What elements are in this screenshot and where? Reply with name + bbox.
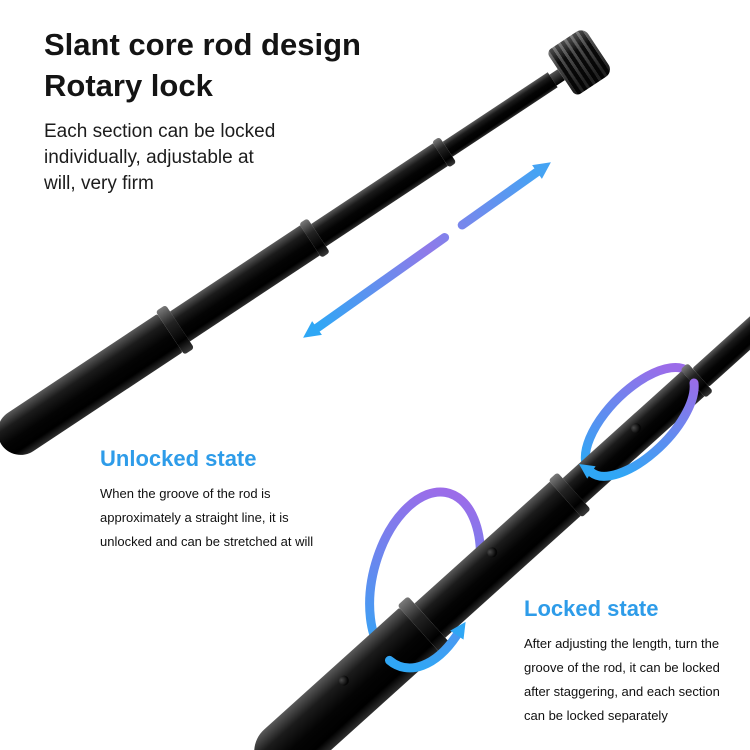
unlocked-state-note: Unlocked state When the groove of the ro…	[100, 446, 313, 554]
rotate-arrowhead-icon	[450, 621, 466, 640]
rotate-arc-back	[365, 487, 485, 665]
unlocked-state-heading: Unlocked state	[100, 446, 257, 471]
locked-state-note: Locked state After adjusting the length,…	[524, 596, 720, 728]
rotate-arrow-small-front-icon	[579, 378, 699, 481]
extend-arrowhead-up-icon	[532, 162, 551, 179]
locked-state-heading: Locked state	[524, 596, 659, 621]
note-line: approximately a straight line, it is	[100, 510, 289, 525]
subtitle-line: individually, adjustable at	[44, 147, 254, 168]
note-line: After adjusting the length, turn the	[524, 636, 720, 651]
rotate-arrow-large-back-icon	[365, 487, 485, 665]
rotate-arc-front	[385, 630, 462, 673]
note-line: unlocked and can be stretched at will	[100, 534, 314, 549]
note-line: can be locked separately	[524, 708, 668, 723]
subtitle-line: will, very firm	[44, 173, 154, 194]
title-line: Rotary lock	[44, 68, 213, 103]
note-line: When the groove of the rod is	[100, 486, 271, 501]
subtitle: Each section can be locked individually,…	[44, 119, 361, 197]
note-line: after staggering, and each section	[524, 684, 720, 699]
locked-state-body: After adjusting the length, turn the gro…	[524, 632, 720, 728]
rotate-arrow-large-front-icon	[385, 621, 466, 673]
rotate-arrowhead-icon	[579, 464, 596, 479]
extend-arrow-shaft	[457, 167, 542, 230]
header: Slant core rod design Rotary lock Each s…	[44, 24, 361, 197]
title-line: Slant core rod design	[44, 27, 361, 62]
unlocked-state-body: When the groove of the rod is approximat…	[100, 482, 313, 554]
subtitle-line: Each section can be locked	[44, 121, 276, 142]
rod-section-thick	[0, 313, 183, 464]
note-line: groove of the rod, it can be locked	[524, 660, 720, 675]
page-title: Slant core rod design Rotary lock	[44, 24, 361, 106]
extend-arrow-shaft	[312, 233, 450, 333]
rotate-arc-front	[586, 378, 699, 481]
rod-section-thin	[442, 72, 558, 157]
extend-double-arrow-icon	[303, 162, 551, 338]
extend-arrowhead-down-icon	[303, 321, 322, 338]
